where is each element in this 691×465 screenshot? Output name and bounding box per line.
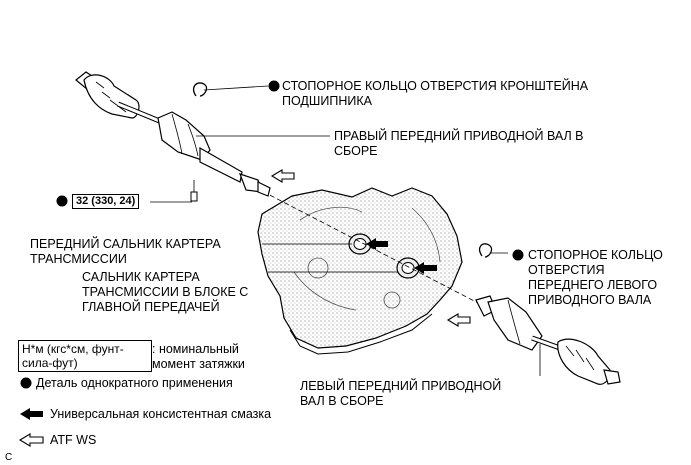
single-use-legend-icon [20,377,32,389]
atf-legend-icon [18,433,44,447]
right-drive-shaft [75,71,271,197]
label-right-drive-shaft: ПРАВЫЙ ПЕРЕДНИЙ ПРИВОДНОЙ ВАЛ В СБОРЕ [334,129,584,158]
legend-torque-units: Н*м (кгс*см, фунт- сила-фут) [18,340,152,372]
atf-arrow-icon [446,313,471,327]
label-left-drive-shaft: ЛЕВЫЙ ПЕРЕДНИЙ ПРИВОДНОЙ ВАЛ В СБОРЕ [300,379,502,408]
leader-lines [150,85,541,376]
grease-legend-icon [20,408,43,420]
grease-arrow-icon [414,262,437,274]
legend-grease: Универсальная консистентная смазка [50,407,272,421]
label-differential-oil-seal: САЛЬНИК КАРТЕРА ТРАНСМИССИИ В БЛОКЕ С ГЛ… [82,270,249,314]
left-drive-shaft [475,295,621,385]
single-use-icon [56,195,68,207]
single-use-icon [268,80,280,92]
legend-atf: ATF WS [50,433,97,447]
right-snap-ring [192,82,208,97]
legend-torque-description: : номинальный момент затяжки [152,342,245,371]
atf-arrow-icon [270,169,295,183]
label-left-snap-ring: СТОПОРНОЕ КОЛЬЦО ОТВЕРСТИЯ ПЕРЕДНЕГО ЛЕВ… [528,248,663,307]
single-use-icon [512,249,524,261]
grease-arrow-icon [366,238,388,250]
torque-spec: 32 (330, 24) [72,194,140,209]
label-front-oil-seal: ПЕРЕДНИЙ САЛЬНИК КАРТЕРА ТРАНСМИССИИ [30,237,221,266]
legend-single-use: Деталь однократного применения [36,376,233,390]
bolt [190,180,198,202]
left-snap-ring [478,243,493,258]
transaxle-housing [257,187,463,355]
corner-mark: C [5,452,13,463]
label-right-snap-ring: СТОПОРНОЕ КОЛЬЦО ОТВЕРСТИЯ КРОНШТЕЙНА ПО… [282,79,589,108]
